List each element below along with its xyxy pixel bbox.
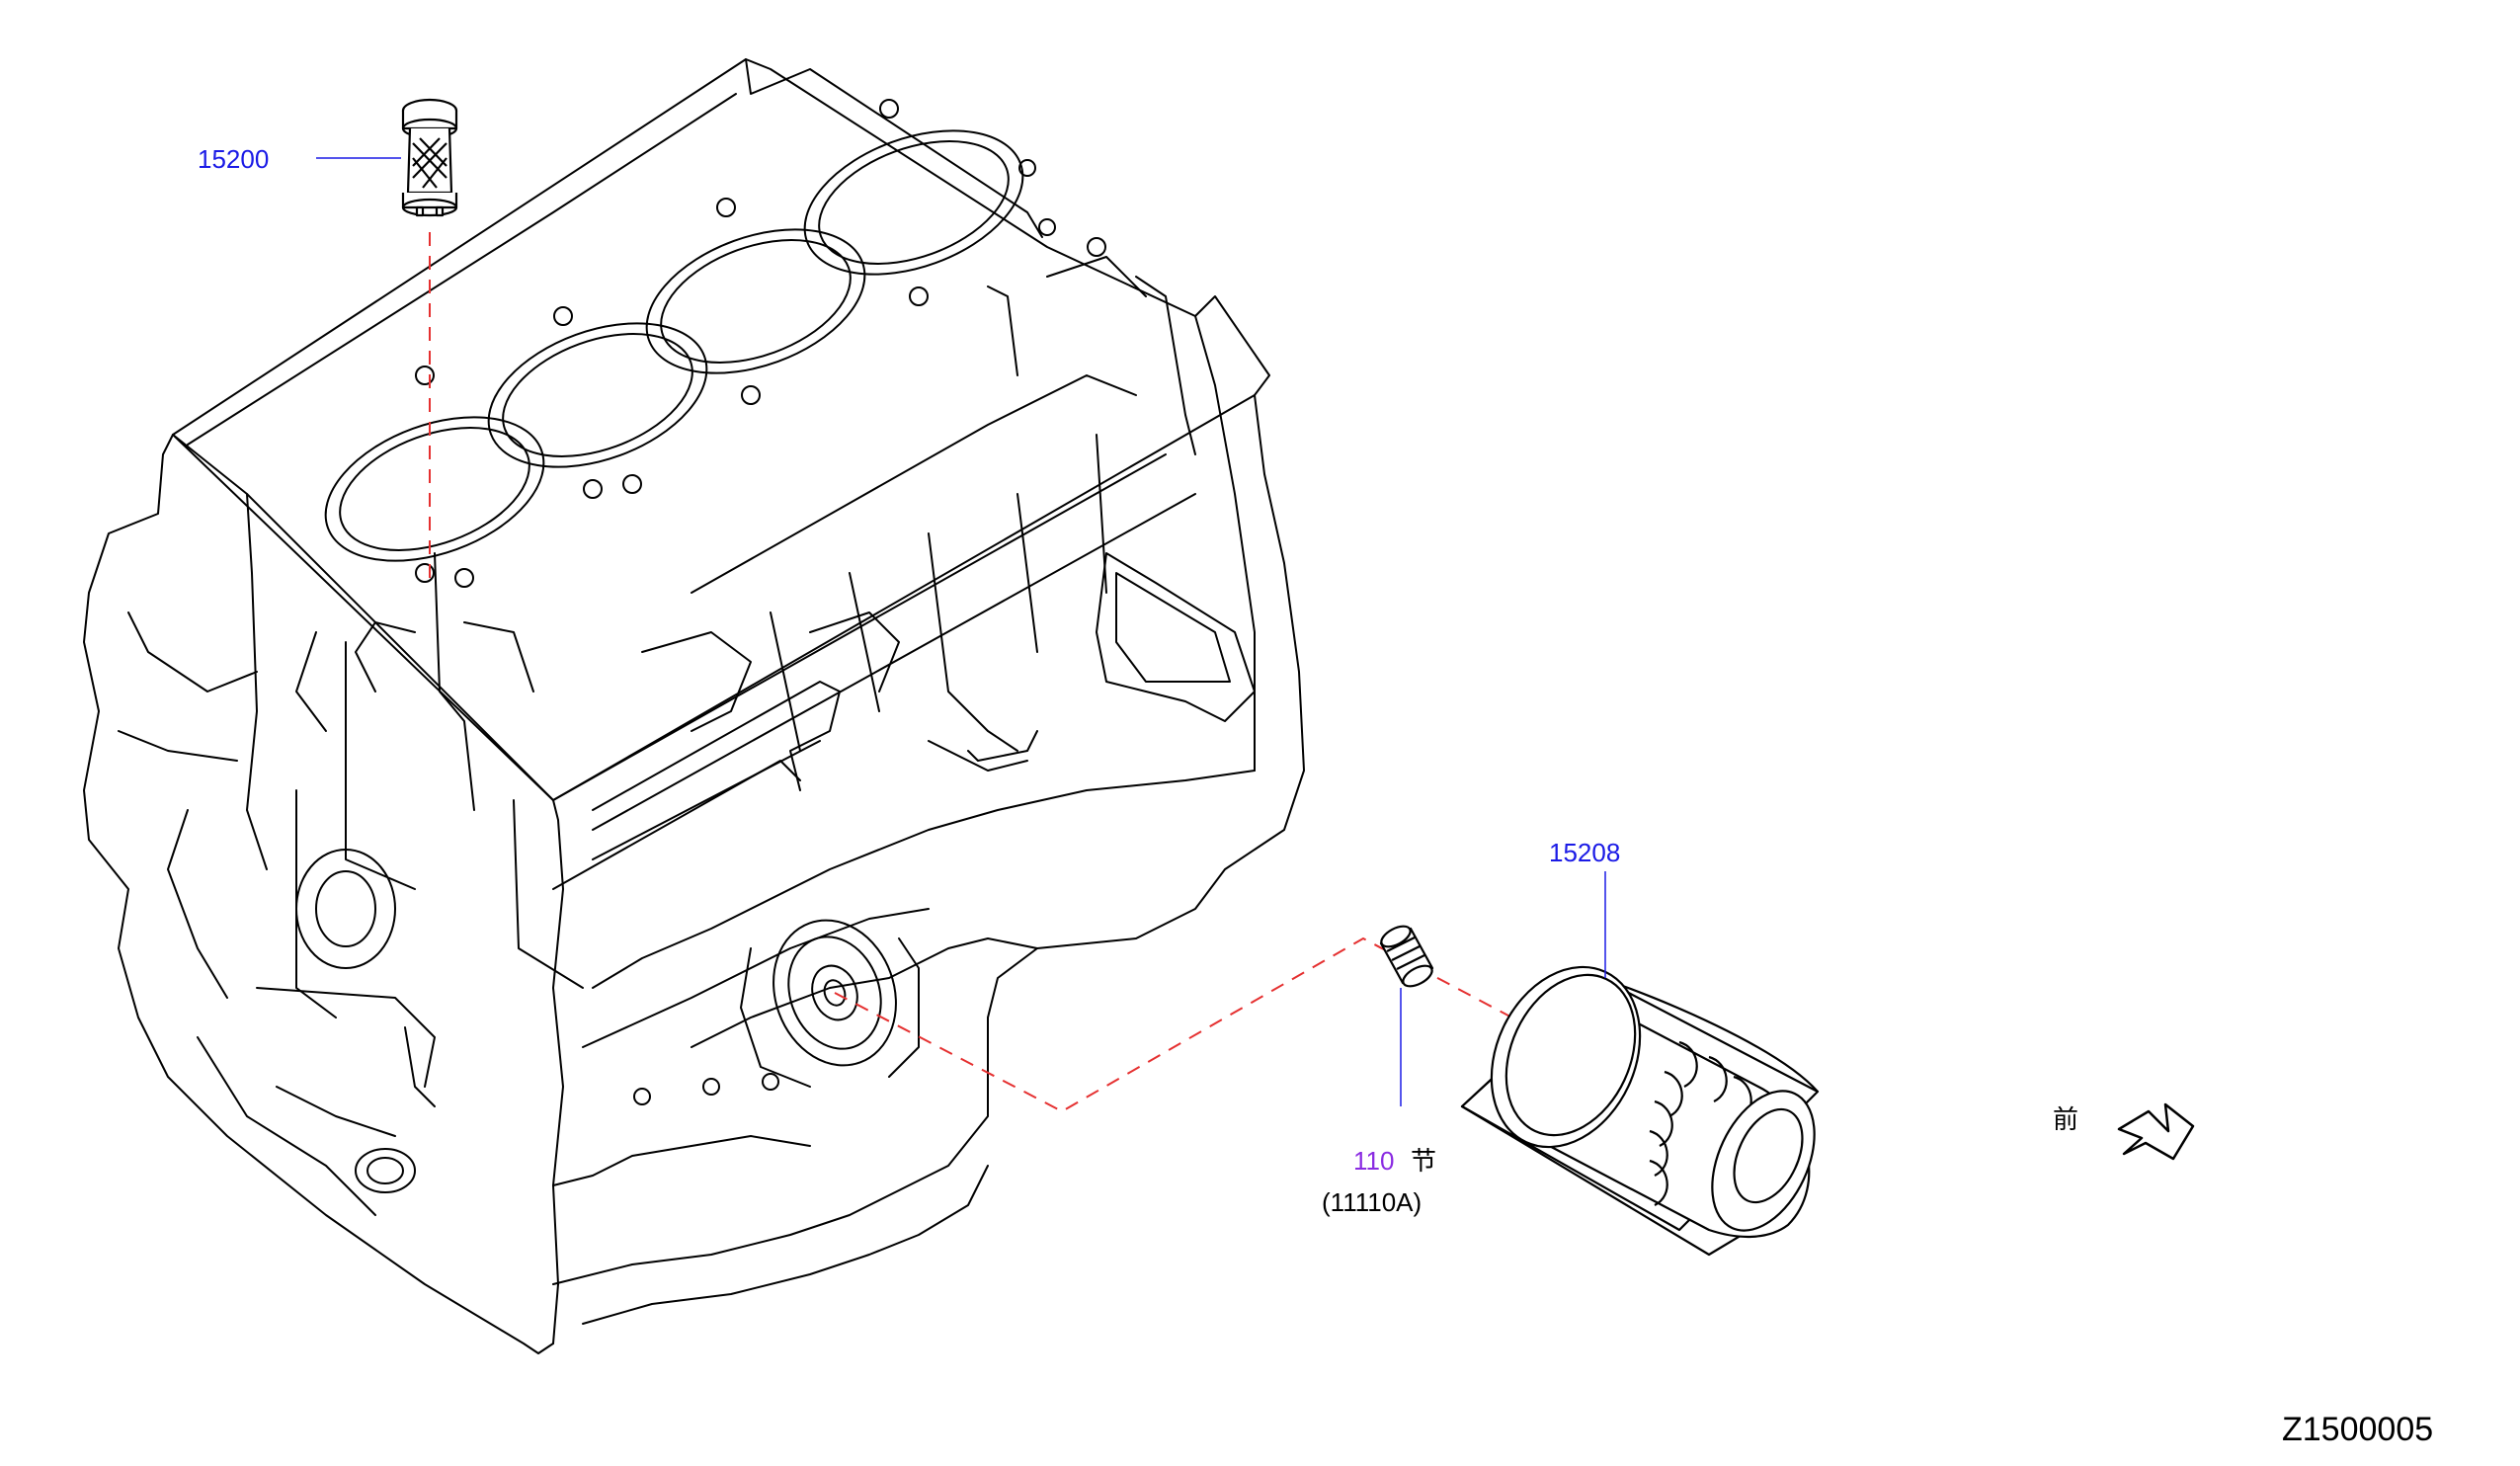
connector-section-number[interactable]: 110 [1353,1146,1394,1176]
diagram-code: Z1500005 [2282,1411,2433,1448]
connector-reference[interactable]: (11110A) [1322,1187,1422,1217]
connector-part[interactable] [1378,922,1435,990]
front-arrow-icon [2117,1102,2195,1161]
strainer-part-number[interactable]: 15200 [198,144,269,174]
filter-axis-line [834,937,1522,1113]
assembly-axis-lines [429,232,1522,1113]
front-label: 前 [2053,1105,2078,1135]
front-direction-indicator: 前 [2053,1102,2195,1161]
oil-strainer-part[interactable] [401,98,458,217]
connector-section-suffix: 节 [1411,1147,1436,1177]
oil-filter-part[interactable] [1460,942,1834,1257]
filter-part-number[interactable]: 15208 [1549,838,1620,867]
engine-block [83,58,1305,1354]
